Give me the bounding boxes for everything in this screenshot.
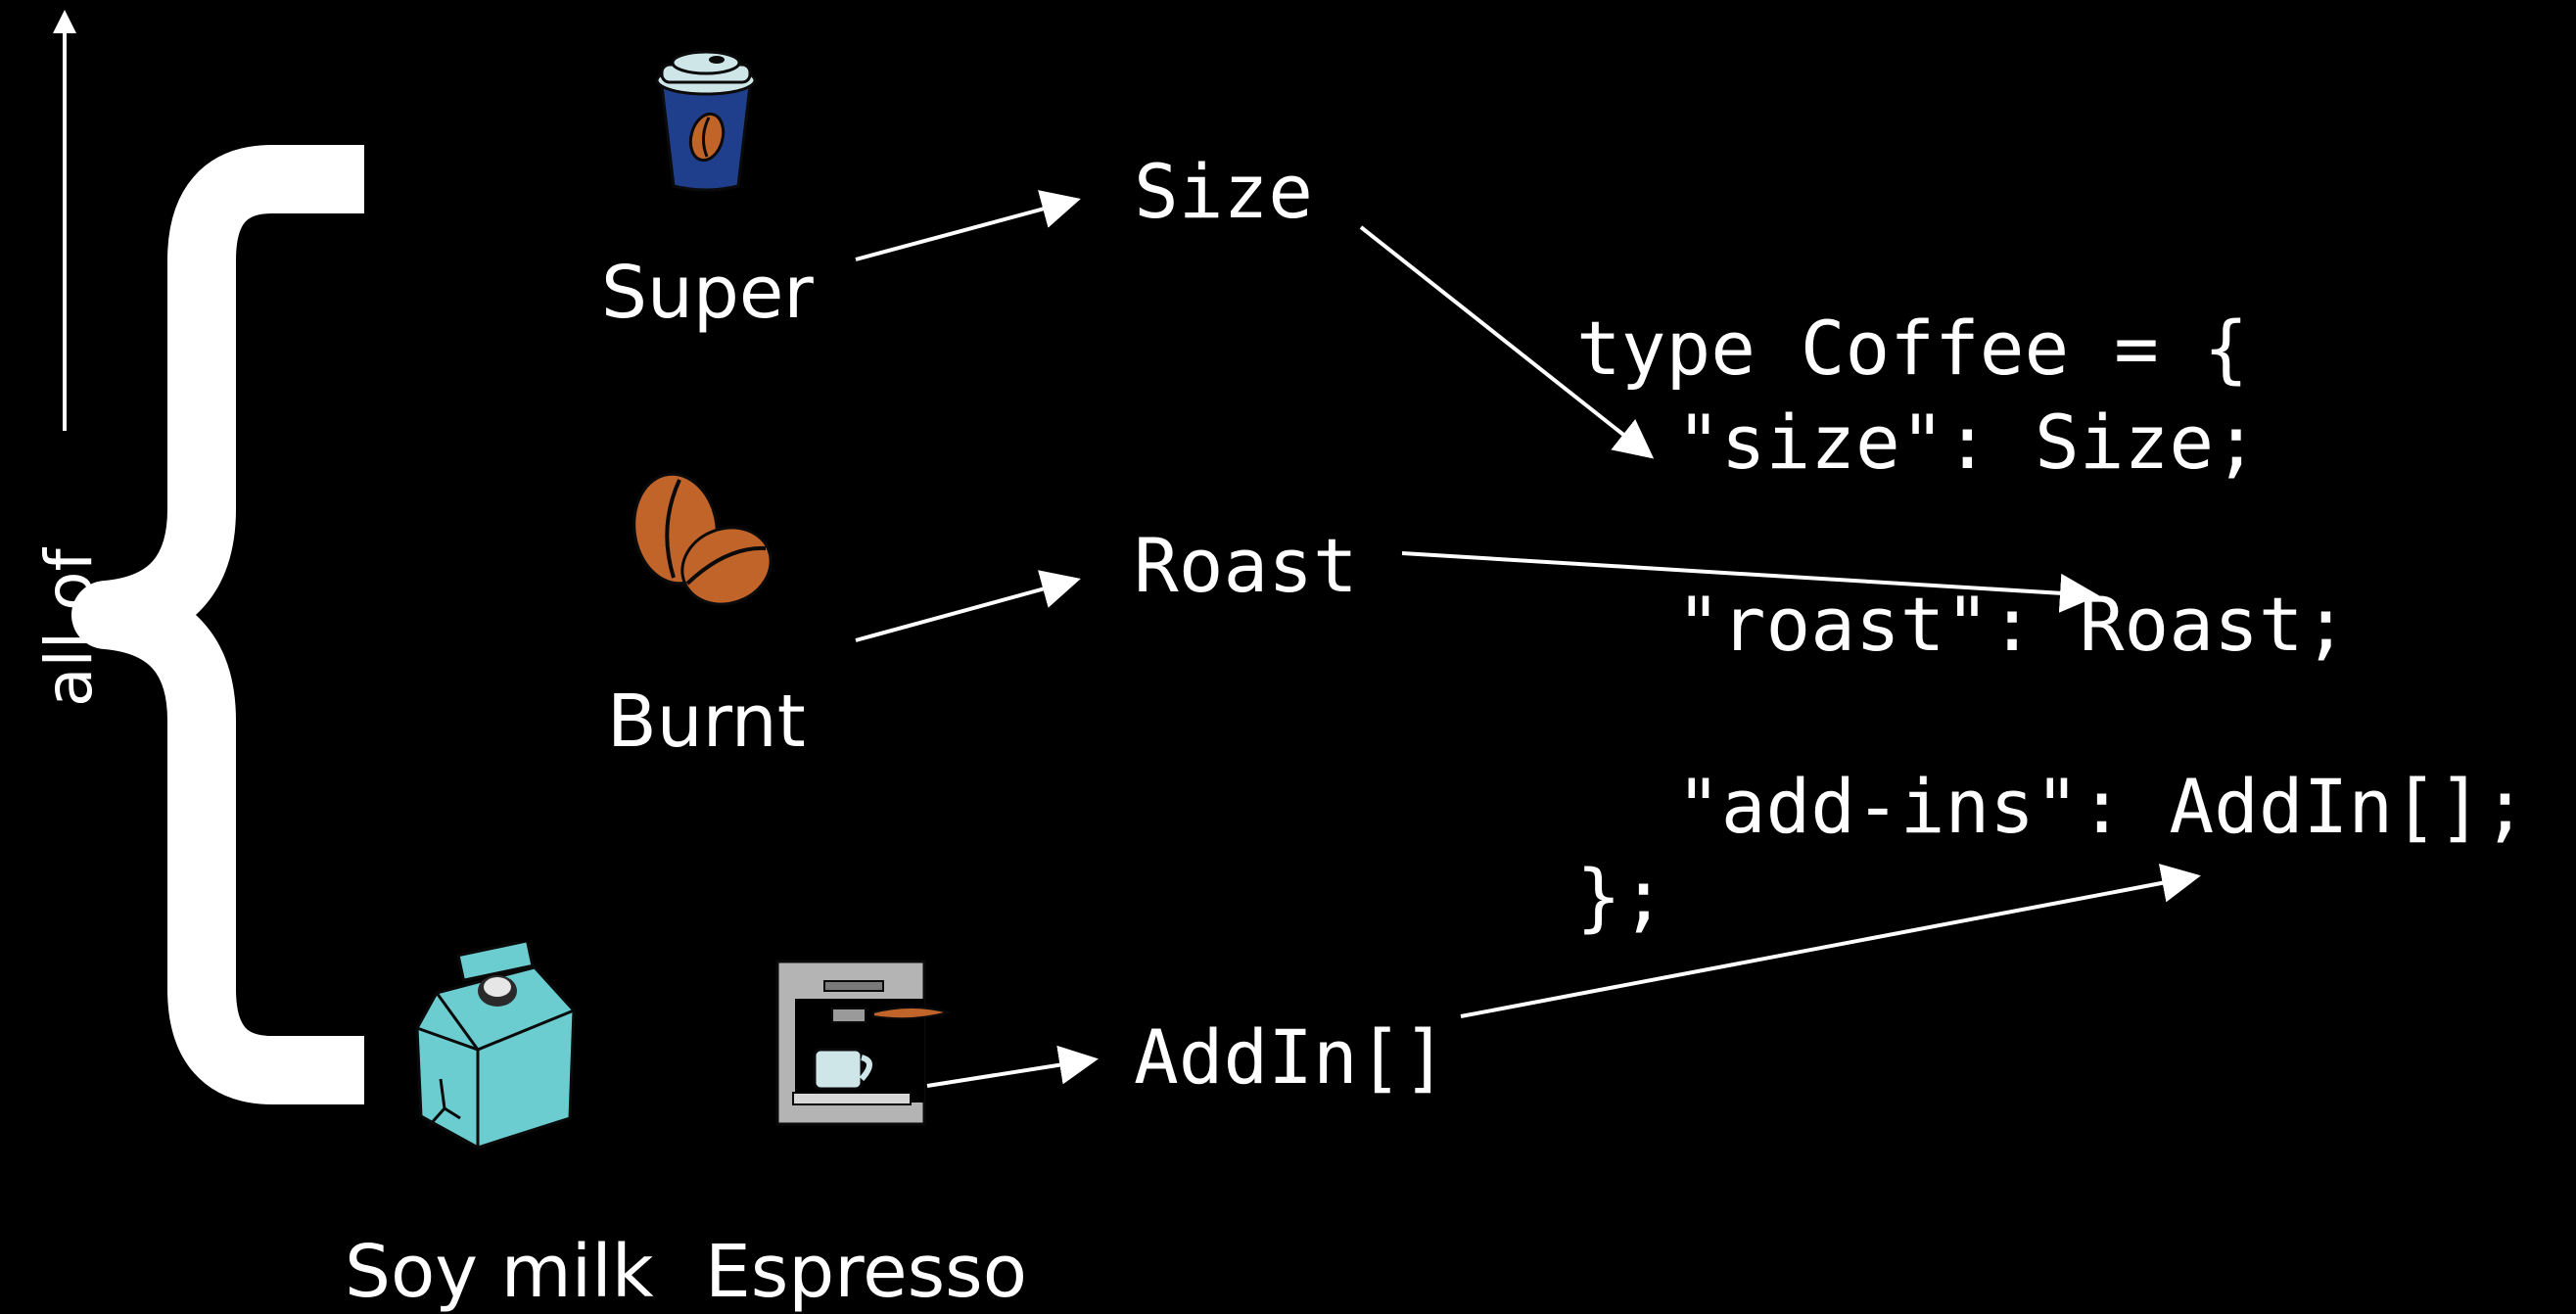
espresso-machine-icon (775, 960, 952, 1126)
arrow-espresso-to-addin (926, 1045, 1099, 1088)
type-addin: AddIn[] (1134, 1013, 1448, 1101)
arrow-roast-to-code (1401, 551, 2099, 613)
arrow-burnt-to-roast (855, 570, 1081, 642)
coffee-beans-icon (632, 472, 773, 606)
coffee-cup-icon (655, 50, 757, 192)
type-roast: Roast (1134, 522, 1358, 609)
arrow-super-to-size (855, 190, 1081, 261)
arrow-addin-to-code (1460, 864, 2201, 1018)
type-size: Size (1134, 148, 1314, 235)
arrow-size-to-code (1359, 225, 1655, 459)
all-of-label: all of (31, 548, 107, 707)
code-line-close: }; (1576, 853, 1666, 940)
super-label: Super (601, 251, 814, 335)
code-line-roast: "roast": Roast; (1676, 581, 2349, 668)
code-line-add-ins: "add-ins": AddIn[]; (1676, 763, 2528, 850)
espresso-label: Espresso (705, 1230, 1027, 1314)
milk-carton-icon (415, 942, 576, 1150)
burnt-label: Burnt (607, 680, 806, 764)
code-line-size: "size": Size; (1676, 399, 2259, 486)
code-line-type-coffee: type Coffee = { (1576, 305, 2249, 392)
curly-brace (71, 145, 364, 1104)
soy-milk-label: Soy milk (345, 1230, 654, 1314)
